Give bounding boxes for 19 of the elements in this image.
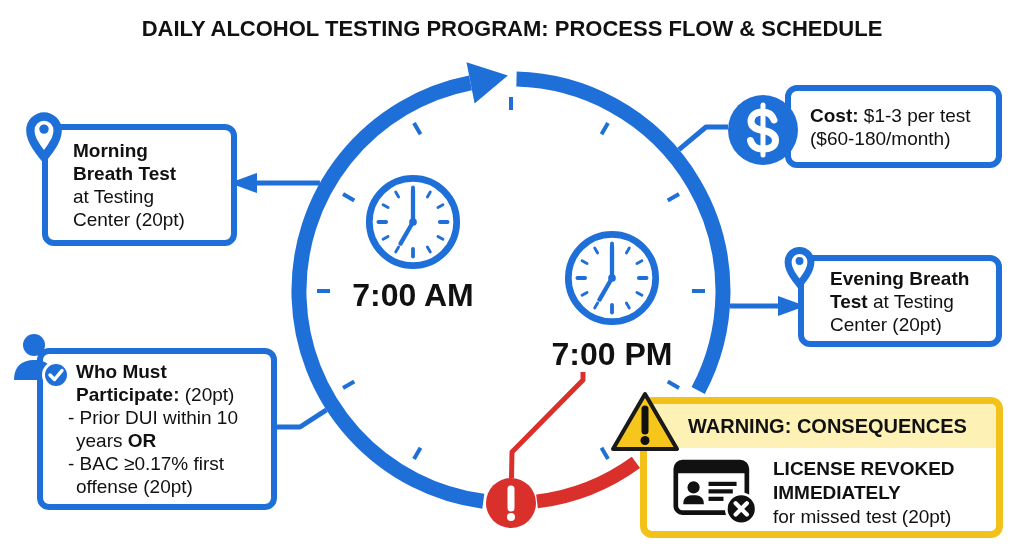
connector-line [535,456,640,509]
info-card [798,255,1002,347]
alert-icon [486,478,536,528]
title-text: DAILY ALCOHOL TESTING PROGRAM: PROCESS FLOW & SCHEDULE [140,15,884,43]
connector-line [677,124,728,152]
criteria-heading: Who Must Participate: (20pt) [75,360,236,406]
connector-line [277,407,328,430]
info-card [37,348,277,510]
penalty-note: for missed test (20pt) [773,505,953,529]
time-label: 7:00 AM [351,276,475,314]
info-card [42,124,237,246]
warning-panel [640,397,1003,538]
cost-text: Cost: $1-3 per test ($60-180/month) [810,103,972,150]
evening-test-text: Evening Breath Test at Testing Center (20pt) [830,266,971,336]
criterion-text: - BAC ≥0.17% first offense (20pt) [68,452,226,498]
connector-line [509,372,586,479]
criterion-text: - Prior DUI within 10 years OR [68,406,239,452]
morning-test-text: Morning Breath Test at Testing Center (20pt) [73,139,186,231]
time-label: 7:00 PM [548,336,676,372]
